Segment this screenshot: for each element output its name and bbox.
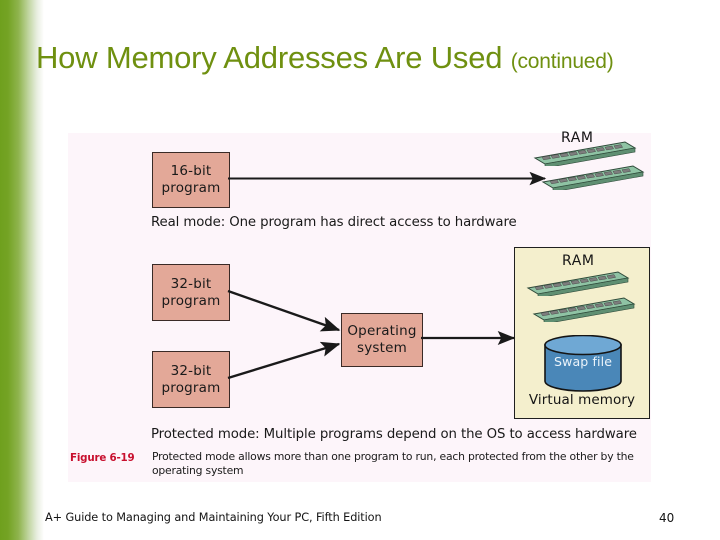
protected-mode-caption: Protected mode: Multiple programs depend…: [151, 427, 637, 442]
figure-number: Figure 6-19: [70, 452, 135, 464]
ram-module-icon: [541, 165, 645, 190]
box-32-bit-program-a: 32-bit program: [152, 264, 230, 321]
box-32-bit-program-a-line1: 32-bit: [170, 275, 212, 292]
box-operating-system: Operating system: [341, 313, 423, 367]
figure-caption: Protected mode allows more than one prog…: [152, 450, 634, 477]
virtual-memory-label: Virtual memory: [528, 392, 636, 408]
box-operating-system-line2: system: [356, 340, 407, 356]
box-operating-system-line1: Operating: [347, 323, 417, 339]
ram-label-virtual: RAM: [562, 253, 595, 269]
footer-page-number: 40: [659, 511, 675, 525]
slide-accent-strip: [0, 0, 44, 540]
page-title-main: How Memory Addresses Are Used: [36, 39, 511, 75]
database-cylinder-icon: [544, 335, 622, 392]
ram-module-icon: [526, 271, 630, 296]
box-16-bit-program-line2: program: [161, 180, 221, 196]
footer-book-title: A+ Guide to Managing and Maintaining You…: [45, 511, 382, 524]
page-title-continued: continued: [517, 49, 607, 73]
ram-module-icon: [533, 141, 637, 166]
box-32-bit-program-b-line1: 32-bit: [170, 362, 212, 379]
page-title-paren-close: ): [606, 49, 614, 73]
ram-label-top: RAM: [561, 130, 594, 146]
page-title-paren-open: (: [510, 49, 518, 73]
box-16-bit-program: 16-bit program: [152, 152, 230, 208]
box-32-bit-program-b: 32-bit program: [152, 351, 230, 408]
page-title: How Memory Addresses Are Used (continued…: [36, 39, 656, 81]
real-mode-caption: Real mode: One program has direct access…: [151, 215, 517, 230]
box-32-bit-program-b-line2: program: [161, 379, 221, 396]
box-16-bit-program-line1: 16-bit: [170, 163, 212, 179]
ram-module-icon: [532, 297, 636, 322]
box-32-bit-program-a-line2: program: [161, 292, 221, 309]
